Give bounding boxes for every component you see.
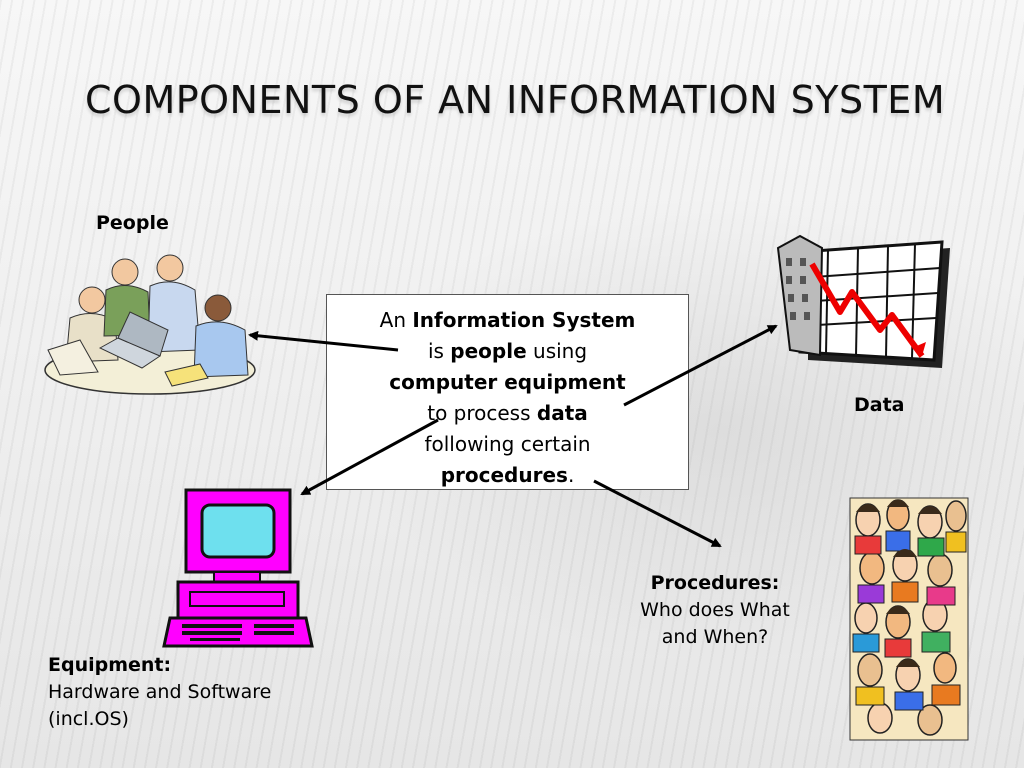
definition-text: An — [379, 308, 413, 332]
definition-text: using — [526, 339, 588, 363]
definition-line-3: computer equipment — [327, 367, 688, 398]
data-label: Data — [854, 394, 905, 416]
people-label: People — [96, 212, 169, 234]
definition-line-1: An Information System — [327, 305, 688, 336]
equipment-caption: Equipment: Hardware and Software (incl.O… — [48, 652, 271, 733]
procedures-desc-line2: and When? — [661, 626, 769, 648]
slide-title: COMPONENTS OF AN INFORMATION SYSTEM — [85, 78, 946, 122]
equipment-desc-line2: (incl.OS) — [48, 708, 129, 730]
term-people: people — [450, 339, 527, 363]
definition-text: . — [567, 463, 575, 487]
procedures-desc-line1: Who does What — [640, 599, 790, 621]
term-computer-equipment: computer equipment — [389, 370, 626, 394]
definition-line-5: following certain — [327, 429, 688, 460]
definition-text: is — [427, 339, 451, 363]
definition-line-4: to process data — [327, 398, 688, 429]
definition-line-2: is people using — [327, 336, 688, 367]
term-procedures: procedures — [440, 463, 568, 487]
term-data: data — [536, 401, 588, 425]
term-information-system: Information System — [412, 308, 636, 332]
procedures-label: Procedures: — [650, 572, 780, 594]
definition-box: An Information System is people using co… — [326, 294, 689, 490]
definition-line-6: procedures. — [327, 460, 688, 491]
definition-text: following certain — [424, 432, 591, 456]
equipment-desc-line1: Hardware and Software — [48, 681, 272, 703]
procedures-caption: Procedures: Who does What and When? — [600, 570, 830, 651]
equipment-label: Equipment: — [48, 654, 172, 676]
definition-text: to process — [427, 401, 537, 425]
